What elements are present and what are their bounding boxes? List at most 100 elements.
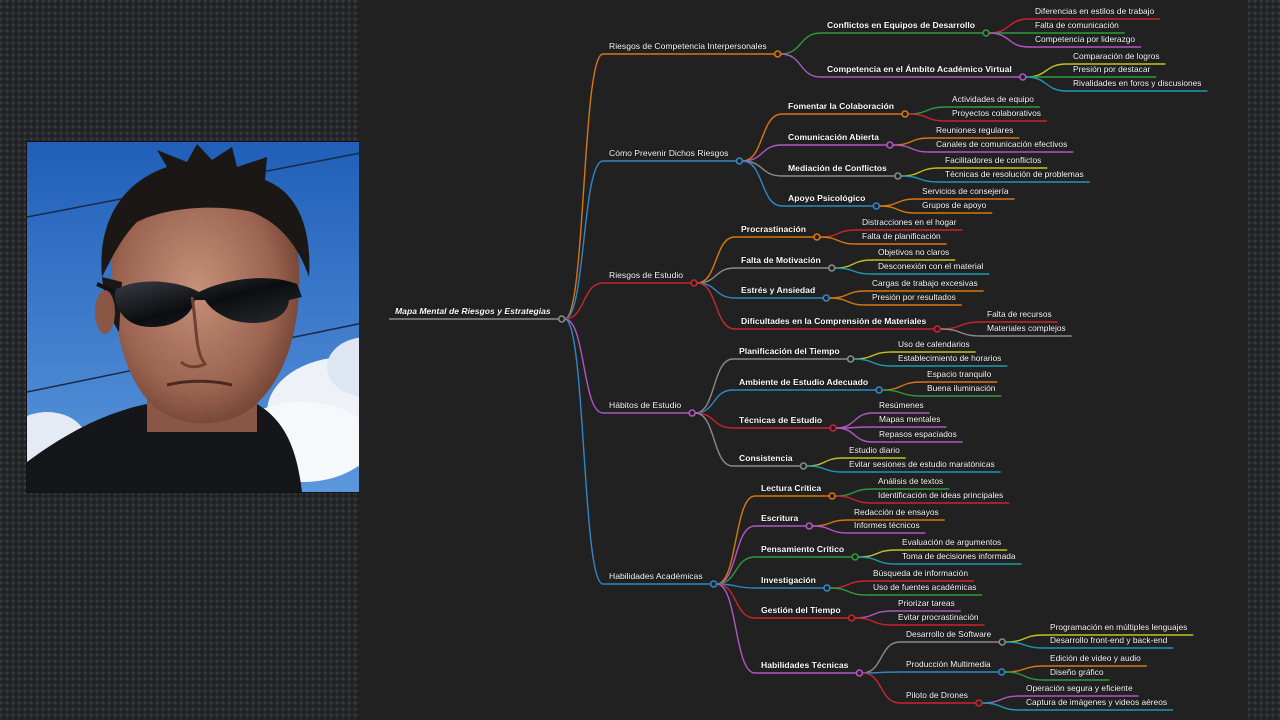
branch-connector (836, 427, 874, 443)
mindmap-node-label: Comunicación Abierta (788, 132, 879, 142)
branch-connector (695, 358, 734, 414)
collapse-toggle[interactable] (813, 233, 821, 241)
collapse-toggle[interactable] (847, 614, 856, 622)
branch-connector (564, 318, 604, 585)
branch-connector (858, 556, 897, 565)
branch-connector (862, 641, 901, 674)
mindmap-node-label: Programación en múltiples lenguajes (1050, 622, 1187, 632)
mindmap-node-label: Cargas de trabajo excesivas (872, 278, 978, 288)
collapse-toggle[interactable] (982, 29, 990, 37)
branch-connector (806, 457, 844, 467)
collapse-toggle[interactable] (998, 638, 1006, 646)
mindmap-node-label: Captura de imágenes y videos aéreos (1026, 697, 1167, 707)
branch-connector (908, 106, 947, 115)
branch-connector (716, 495, 756, 585)
branch-connector (853, 351, 893, 360)
collapse-toggle[interactable] (690, 279, 698, 287)
branch-connector (697, 282, 736, 299)
mindmap-node-label: Estudio diario (849, 445, 900, 455)
mindmap-node-label: Ambiente de Estudio Adecuado (739, 377, 868, 387)
mindmap-nodes (557, 29, 1027, 707)
mindmap-node-label: Presión por destacar (1073, 64, 1150, 74)
mindmap-node-label: Uso de calendarios (898, 339, 970, 349)
mindmap-node-label: Operación segura y eficiente (1026, 683, 1133, 693)
mindmap-node-label: Repasos espaciados (879, 429, 957, 439)
collapse-toggle[interactable] (735, 157, 744, 165)
collapse-toggle[interactable] (822, 294, 831, 302)
mindmap-node-label: Priorizar tareas (898, 598, 955, 608)
branch-connector (989, 32, 1030, 48)
collapse-toggle[interactable] (1019, 73, 1027, 81)
mindmap-node-label: Producción Multimedia (906, 659, 991, 669)
collapse-toggle[interactable] (975, 699, 983, 707)
mindmap-node-label: Evitar sesiones de estudio maratónicas (849, 459, 995, 469)
branch-connector (879, 198, 917, 207)
collapse-toggle[interactable] (823, 584, 831, 592)
mindmap-node-label: Grupos de apoyo (922, 200, 987, 210)
branch-connector (1025, 63, 1068, 78)
collapse-toggle[interactable] (875, 386, 883, 394)
mindmap-node-label: Edición de video y audio (1050, 653, 1141, 663)
collapse-toggle[interactable] (829, 424, 837, 432)
branch-connector (780, 53, 822, 78)
mindmap-node-label: Buena iluminación (927, 383, 996, 393)
mindmap-node-label: Diseño gráfico (1050, 667, 1104, 677)
mindmap-node-label: Búsqueda de información (873, 568, 968, 578)
collapse-toggle[interactable] (827, 264, 836, 272)
mindmap-node-label: Diferencias en estilos de trabajo (1035, 6, 1155, 16)
collapse-toggle[interactable] (799, 462, 808, 470)
branch-connector (1004, 665, 1045, 673)
mindmap-node-label: Habilidades Técnicas (761, 660, 849, 670)
mindmap-node-label: Redacción de ensayos (854, 507, 939, 517)
collapse-toggle[interactable] (886, 141, 894, 149)
mindmap-node-label: Mapas mentales (879, 414, 940, 424)
branch-connector (564, 318, 604, 414)
branch-connector (981, 702, 1021, 711)
mindmap-node-label: Rivalidades en foros y discusiones (1073, 78, 1201, 88)
collapse-toggle[interactable] (933, 325, 942, 333)
collapse-toggle[interactable] (557, 315, 566, 323)
branch-connector (940, 321, 982, 330)
mindmap-node-label: Técnicas de resolución de problemas (945, 169, 1084, 179)
mindmap-node-label: Informes técnicos (854, 520, 920, 530)
branch-connector (892, 144, 931, 153)
collapse-toggle[interactable] (828, 492, 836, 500)
branch-connector (812, 519, 849, 527)
mindmap-node-label: Habilidades Académicas (609, 571, 703, 581)
collapse-toggle[interactable] (855, 669, 864, 677)
branch-connector (1025, 76, 1068, 92)
mindmap-node-label: Técnicas de Estudio (739, 415, 822, 425)
branch-connector (829, 587, 868, 596)
branch-connector (742, 144, 783, 162)
collapse-toggle[interactable] (894, 172, 902, 180)
mindmap-node-label: Procrastinación (741, 224, 806, 234)
collapse-toggle[interactable] (846, 355, 855, 363)
collapse-toggle[interactable] (773, 50, 782, 58)
collapse-toggle[interactable] (901, 110, 909, 118)
branch-connector (854, 617, 893, 626)
collapse-toggle[interactable] (805, 522, 814, 530)
branch-connector (695, 389, 734, 414)
branch-connector (564, 53, 604, 320)
mindmap-node-label: Presión por resultados (872, 292, 956, 302)
mindmap-node-label: Canales de comunicación efectivos (936, 139, 1067, 149)
mindmap-node-label: Facilitadores de conflictos (945, 155, 1041, 165)
collapse-toggle[interactable] (709, 580, 718, 588)
collapse-toggle[interactable] (851, 553, 859, 561)
mindmap-node-label: Establecimiento de horarios (898, 353, 1001, 363)
mindmap-connectors (389, 18, 1208, 711)
branch-connector (716, 525, 756, 585)
branch-connector (812, 525, 849, 534)
branch-connector (742, 160, 783, 177)
branch-connector (742, 113, 783, 162)
collapse-toggle[interactable] (997, 668, 1006, 676)
mindmap-node-label: Actividades de equipo (952, 94, 1034, 104)
collapse-toggle[interactable] (872, 202, 881, 210)
collapse-toggle[interactable] (688, 409, 696, 417)
mindmap-node-label: Consistencia (739, 453, 793, 463)
branch-connector (806, 465, 844, 473)
branch-connector (1005, 634, 1045, 643)
mindmap-node-label: Pensamiento Crítico (761, 544, 844, 554)
branch-connector (900, 167, 940, 177)
branch-connector (989, 18, 1030, 34)
